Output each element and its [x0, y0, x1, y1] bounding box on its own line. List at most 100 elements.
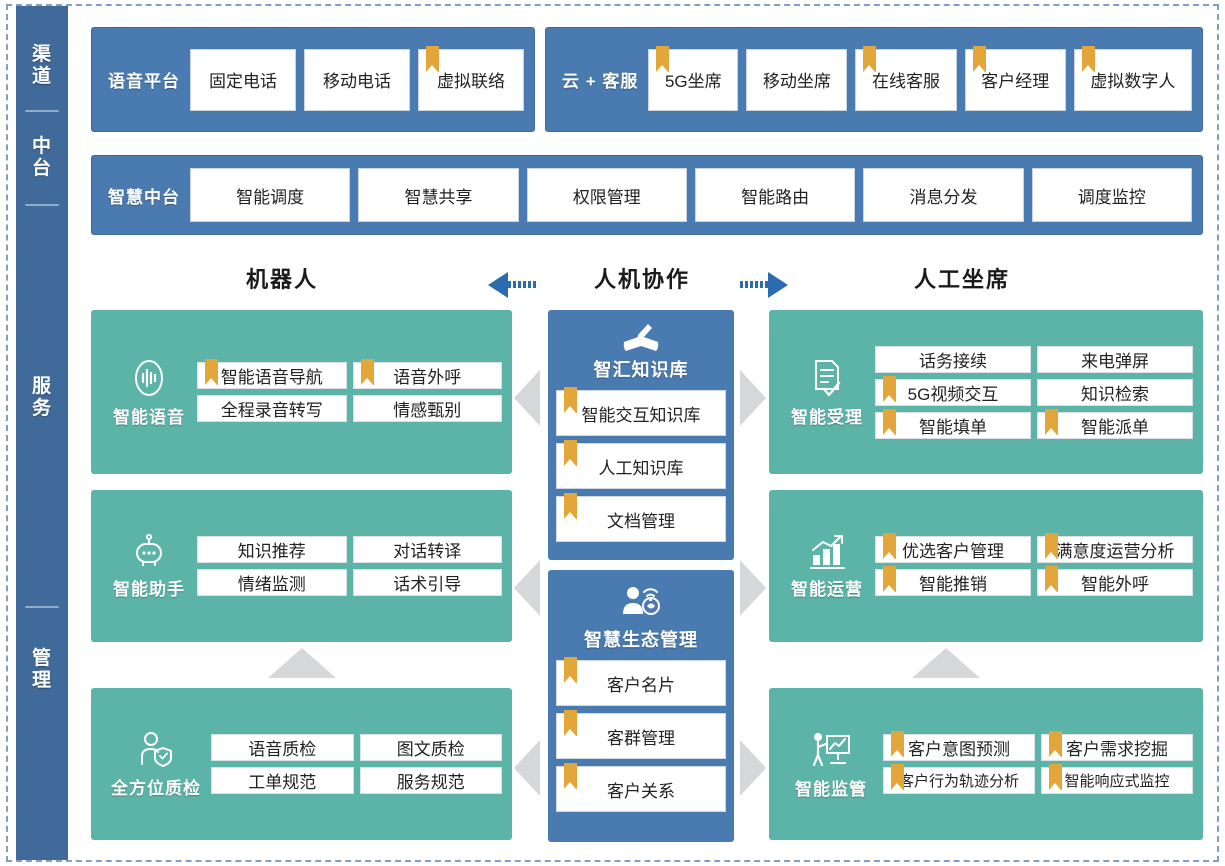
cell-label: 客户需求挖掘: [1066, 740, 1168, 759]
cell-label: 客户意图预测: [908, 740, 1010, 759]
channel-chip[interactable]: 移动坐席: [746, 48, 848, 111]
feature-cell[interactable]: 智能填单: [875, 408, 1031, 439]
robot-icon: [136, 533, 162, 566]
midplatform-chip[interactable]: 调度监控: [1031, 168, 1192, 222]
feature-cell[interactable]: 智能推销: [875, 566, 1031, 596]
stack-item[interactable]: 客户名片: [556, 657, 726, 706]
growth-chart-icon: [810, 534, 845, 569]
chip-label: 固定电话: [209, 72, 277, 91]
bookmark-ribbon-icon: [1049, 731, 1062, 757]
channel-chip[interactable]: 移动电话: [304, 48, 410, 111]
voice-platform-title: 语音平台: [108, 72, 180, 91]
stack-item[interactable]: 文档管理: [556, 493, 726, 542]
document-check-icon: [815, 359, 841, 396]
feature-cell[interactable]: 客户需求挖掘: [1041, 731, 1193, 761]
voice-wave-icon: [135, 359, 163, 396]
feature-cell[interactable]: 来电弹屏: [1037, 345, 1193, 373]
bookmark-ribbon-icon: [564, 763, 577, 789]
group-grid: 优选客户管理 满意度运营分析 智能推销 智能外呼: [875, 533, 1193, 596]
stack-head: 智汇知识库: [556, 318, 726, 390]
arrow-right-dash: [740, 281, 768, 288]
bookmark-ribbon-icon: [360, 359, 374, 385]
channel-chip[interactable]: 在线客服: [855, 45, 957, 111]
presenter-board-icon: [812, 732, 850, 766]
feature-cell[interactable]: 知识检索: [1037, 378, 1193, 406]
stack-label: 智慧生态管理: [584, 630, 698, 650]
feature-cell[interactable]: 工单规范: [211, 767, 354, 794]
stack-item[interactable]: 人工知识库: [556, 440, 726, 489]
label-robot: 机器人: [246, 267, 319, 292]
stack-item-label: 人工知识库: [598, 458, 684, 478]
bookmark-ribbon-icon: [205, 359, 218, 385]
feature-cell[interactable]: 知识推荐: [197, 536, 347, 563]
midplatform-chip[interactable]: 消息分发: [863, 168, 1024, 222]
feature-cell[interactable]: 客户行为轨迹分析: [883, 764, 1035, 794]
stack-item[interactable]: 智能交互知识库: [556, 387, 726, 436]
stack-item[interactable]: 客群管理: [556, 710, 726, 759]
cell-label: 智能响应式监控: [1064, 773, 1170, 790]
cell-label: 智能语音导航: [220, 368, 323, 387]
stack-item[interactable]: 客户关系: [556, 763, 726, 812]
stack-item-label: 客群管理: [607, 728, 675, 748]
bookmark-ribbon-icon: [972, 45, 986, 72]
feature-cell[interactable]: 话务接续: [875, 345, 1031, 373]
midplatform-chip[interactable]: 权限管理: [526, 168, 687, 222]
feature-cell[interactable]: 客户意图预测: [883, 731, 1035, 761]
chip-label: 消息分发: [909, 187, 978, 207]
channel-chip[interactable]: 5G坐席: [648, 45, 739, 111]
group-intelligent-supervision: 智能监管 客户意图预测 客户需求挖掘 客户行为轨迹分析 智能响应式监控: [769, 688, 1203, 840]
group-head: 智能助手: [101, 533, 197, 600]
chip-label: 智能路由: [741, 187, 810, 207]
chip-label: 虚拟联络: [437, 72, 505, 91]
feature-cell[interactable]: 语音外呼: [352, 359, 502, 389]
midplatform-chip[interactable]: 智能路由: [694, 168, 856, 222]
feature-cell[interactable]: 5G视频交互: [875, 375, 1031, 406]
bookmark-ribbon-icon: [1045, 566, 1058, 592]
feature-cell[interactable]: 服务规范: [359, 767, 502, 794]
arrow-left-icon: [488, 272, 508, 298]
book-pen-icon: [623, 324, 659, 351]
group-label: 智能受理: [791, 407, 863, 427]
midplatform-chip[interactable]: 智能调度: [190, 168, 351, 222]
channel-chip[interactable]: 固定电话: [190, 48, 296, 111]
rail-divider-3: [25, 606, 59, 608]
rail-item-midplatform: 中台: [31, 136, 52, 179]
feature-cell[interactable]: 优选客户管理: [875, 533, 1031, 563]
channel-chip[interactable]: 虚拟联络: [418, 45, 524, 111]
group-grid: 智能语音导航 语音外呼 全程录音转写 情感甄别: [197, 359, 502, 422]
feature-cell[interactable]: 满意度运营分析: [1037, 533, 1193, 563]
bookmark-ribbon-icon: [564, 387, 577, 413]
channel-chip[interactable]: 客户经理: [964, 45, 1066, 111]
cell-label: 话务接续: [919, 351, 987, 371]
feature-cell[interactable]: 情绪监测: [197, 569, 347, 596]
feature-cell[interactable]: 对话转译: [352, 536, 502, 563]
cell-label: 情感甄别: [393, 401, 462, 420]
cell-label: 智能推销: [919, 575, 987, 594]
feature-cell[interactable]: 语音质检: [211, 734, 354, 761]
cell-label: 语音质检: [248, 740, 317, 759]
feature-cell[interactable]: 情感甄别: [352, 395, 502, 422]
feature-cell[interactable]: 图文质检: [359, 734, 502, 761]
bookmark-ribbon-icon: [564, 657, 577, 683]
group-full-quality-inspection: 全方位质检 语音质检 图文质检 工单规范 服务规范: [91, 688, 512, 840]
feature-cell[interactable]: 全程录音转写: [197, 395, 347, 422]
feature-cell[interactable]: 智能派单: [1037, 408, 1193, 439]
bookmark-ribbon-icon: [1081, 45, 1095, 72]
bookmark-ribbon-icon: [863, 45, 877, 72]
group-label: 全方位质检: [111, 778, 201, 798]
feature-cell[interactable]: 智能语音导航: [197, 359, 347, 389]
bookmark-ribbon-icon: [883, 408, 896, 435]
cell-label: 智能外呼: [1081, 575, 1149, 594]
person-network-icon: [623, 587, 660, 615]
bookmark-ribbon-icon: [564, 710, 577, 736]
feature-cell[interactable]: 话术引导: [352, 569, 502, 596]
feature-cell[interactable]: 智能外呼: [1037, 566, 1193, 596]
midplatform-chip[interactable]: 智慧共享: [358, 168, 519, 222]
feature-cell[interactable]: 智能响应式监控: [1041, 764, 1193, 794]
arrow-left-dash: [508, 281, 536, 288]
bookmark-ribbon-icon: [656, 45, 670, 72]
chip-label: 客户经理: [981, 72, 1050, 91]
connector-arrow-right-bottom: [740, 740, 766, 796]
channel-chip[interactable]: 虚拟数字人: [1073, 45, 1192, 111]
cell-label: 优选客户管理: [902, 542, 1004, 561]
